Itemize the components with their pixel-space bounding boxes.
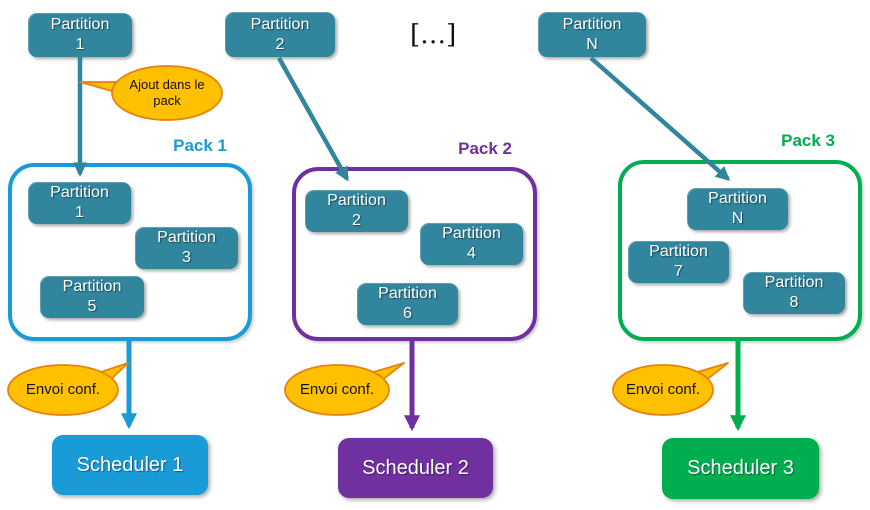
- scheduler-3-box: Scheduler 3: [662, 438, 819, 499]
- pack1-partition-3: Partition 3: [135, 227, 238, 269]
- partition-number: 2: [275, 35, 285, 53]
- envoi-callout-text-2: Envoi conf.: [299, 381, 375, 398]
- partition-number: 8: [789, 294, 799, 311]
- partition-source-1: Partition 1: [28, 13, 132, 57]
- partition-number: 1: [75, 204, 84, 221]
- scheduler-label: Scheduler 1: [76, 453, 184, 476]
- partition-label: Partition: [157, 229, 216, 247]
- partition-label: Partition: [764, 274, 824, 292]
- arrow-partition2-to-pack2: [277, 56, 349, 182]
- partition-source-2: Partition 2: [225, 12, 335, 57]
- pack1-partition-1: Partition 1: [28, 182, 131, 224]
- partition-label: Partition: [327, 192, 386, 210]
- partition-number: 5: [87, 298, 97, 315]
- partition-number: N: [586, 35, 598, 53]
- ellipsis-more-partitions: […]: [410, 20, 457, 50]
- pack2-partition-2: Partition 2: [305, 190, 408, 232]
- partition-number: N: [731, 210, 744, 227]
- pack3-partition-n: Partition N: [687, 188, 788, 230]
- ajout-callout-text: Ajout dans le pack: [129, 77, 205, 109]
- partition-label: Partition: [50, 16, 110, 34]
- partition-label: Partition: [442, 225, 501, 243]
- partition-number: 7: [674, 263, 683, 280]
- partition-number: 1: [75, 36, 85, 53]
- partition-label: Partition: [250, 15, 310, 33]
- partition-number: 2: [352, 212, 361, 229]
- partition-label: Partition: [378, 285, 437, 303]
- scheduler-label: Scheduler 3: [687, 457, 794, 479]
- pack-1-label: Pack 1: [173, 136, 227, 155]
- pack-2-container: [292, 167, 537, 341]
- pack2-partition-4: Partition 4: [420, 223, 523, 265]
- pack-3-label: Pack 3: [781, 131, 835, 150]
- partition-number: 6: [403, 305, 412, 322]
- partition-number: 4: [467, 245, 476, 262]
- scheduler-label: Scheduler 2: [362, 456, 469, 479]
- partition-label: Partition: [708, 190, 767, 208]
- partition-label: Partition: [50, 184, 109, 202]
- pack3-partition-7: Partition 7: [628, 241, 729, 283]
- scheduler-1-box: Scheduler 1: [52, 435, 208, 495]
- pack1-partition-5: Partition 5: [40, 276, 144, 318]
- pack3-partition-8: Partition 8: [743, 272, 845, 314]
- partition-label: Partition: [649, 243, 708, 261]
- pack2-partition-6: Partition 6: [357, 283, 458, 325]
- partition-number: 3: [182, 249, 191, 266]
- partition-label: Partition: [62, 278, 122, 296]
- envoi-callout-text-1: Envoi conf.: [25, 381, 101, 398]
- envoi-callout-text-3: Envoi conf.: [625, 381, 701, 398]
- scheduler-2-box: Scheduler 2: [338, 438, 493, 498]
- pack-2-label: Pack 2: [458, 139, 512, 158]
- partition-label: Partition: [562, 15, 622, 33]
- partition-source-n: Partition N: [538, 12, 646, 57]
